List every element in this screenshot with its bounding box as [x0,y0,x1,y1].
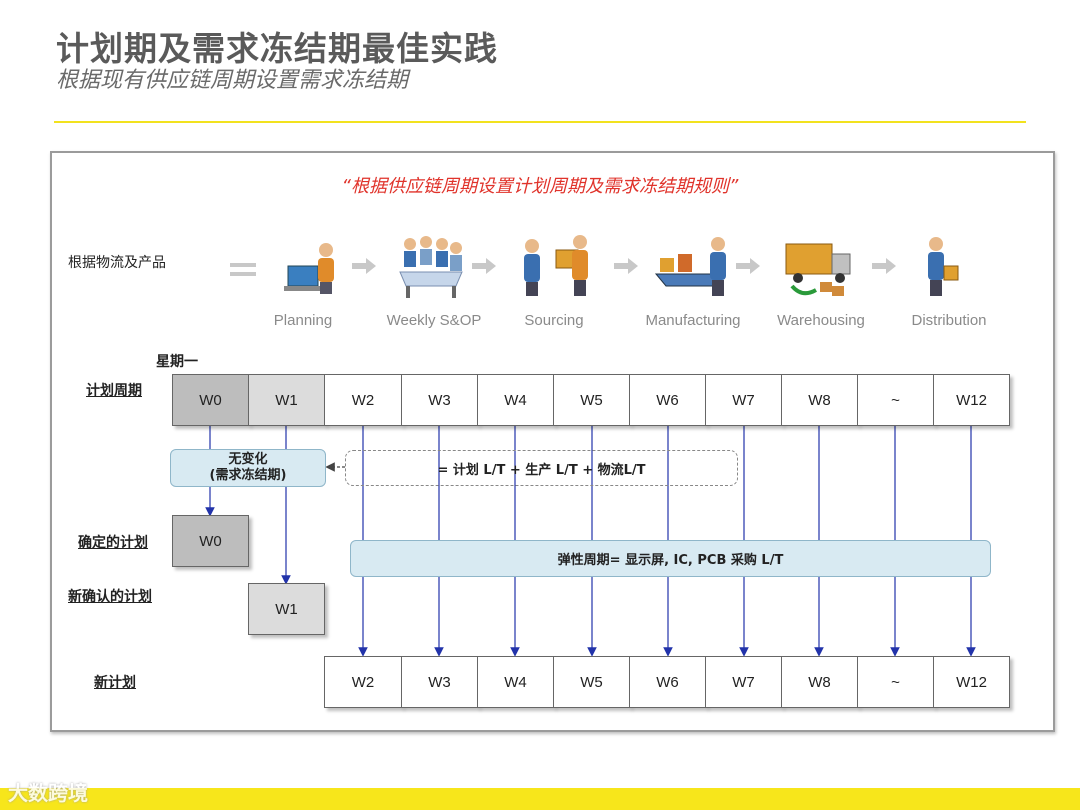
lead-time-formula-box: = 计划 L/T + 生产 L/T + 物流L/T [345,450,738,486]
plan-week-cell: W5 [553,374,630,426]
diagram-quote: “根据供应链周期设置计划周期及需求冻结期规则” [341,176,739,197]
meeting-group-icon [399,236,463,298]
flow-arrow-icon [472,258,496,274]
watermark-logo: 大数跨境 [8,781,88,805]
plan-week-cell: ~ [857,374,934,426]
new-plan-week-cell: W12 [933,656,1010,708]
new-plan-week-cell: W7 [705,656,782,708]
new-plan-label: 新计划 [94,675,136,691]
plan-week-cell: W7 [705,374,782,426]
handshake-supplier-icon [524,235,588,296]
freeze-box-line2: (需求冻结期) [209,468,287,483]
stage-label-distribution: Distribution [911,312,987,329]
flow-arrow-icon [614,258,638,274]
plan-week-cell: W2 [324,374,402,426]
flow-arrow-icon [352,258,376,274]
footer-band [0,788,1080,810]
equals-icon [230,263,256,276]
page-subtitle: 根据现有供应链周期设置需求冻结期 [56,68,409,93]
stage-label-sourcing: Sourcing [524,312,584,329]
stage-label-manufacturing: Manufacturing [645,312,741,329]
factory-worker-icon [654,237,726,296]
new-confirmed-week-cell: W1 [248,583,325,635]
plan-week-cell: W12 [933,374,1010,426]
new-plan-week-cell: W3 [401,656,478,708]
freeze-box-line1: 无变化 [228,452,268,467]
stage-label-planning: Planning [273,312,333,329]
confirmed-plan-label: 确定的计划 [78,535,148,551]
new-confirmed-plan-label: 新确认的计划 [68,589,152,605]
plan-week-cell: W6 [629,374,706,426]
delivery-person-icon [928,237,959,296]
basis-label: 根据物流及产品 [68,255,166,271]
monday-label: 星期一 [156,354,198,370]
new-plan-week-cell: W4 [477,656,554,708]
page-title: 计划期及需求冻结期最佳实践 [56,29,498,68]
plan-week-cell: W3 [401,374,478,426]
stage-label-weekly-sop: Weekly S&OP [386,312,482,329]
new-plan-week-cell: W8 [781,656,858,708]
new-plan-week-cell: W5 [553,656,630,708]
flex-period-bar: 弹性周期= 显示屏, IC, PCB 采购 L/T [350,540,991,577]
plan-week-cell: W1 [248,374,325,426]
plan-week-cell: W4 [477,374,554,426]
planning-person-icon [284,243,334,294]
plan-week-cell: W8 [781,374,858,426]
new-plan-week-cell: W6 [629,656,706,708]
plan-week-cell: W0 [172,374,249,426]
new-plan-week-cell: ~ [857,656,934,708]
confirmed-week-cell: W0 [172,515,249,567]
header-divider [54,121,1026,123]
diagram-frame [50,151,1055,732]
new-plan-week-cell: W2 [324,656,402,708]
freeze-period-box: 无变化 (需求冻结期) [170,449,326,487]
flow-arrow-icon [872,258,896,274]
flow-arrow-icon [736,258,760,274]
truck-warehouse-icon [785,243,851,296]
plan-cycle-label: 计划周期 [86,383,142,399]
stage-label-warehousing: Warehousing [777,312,865,329]
